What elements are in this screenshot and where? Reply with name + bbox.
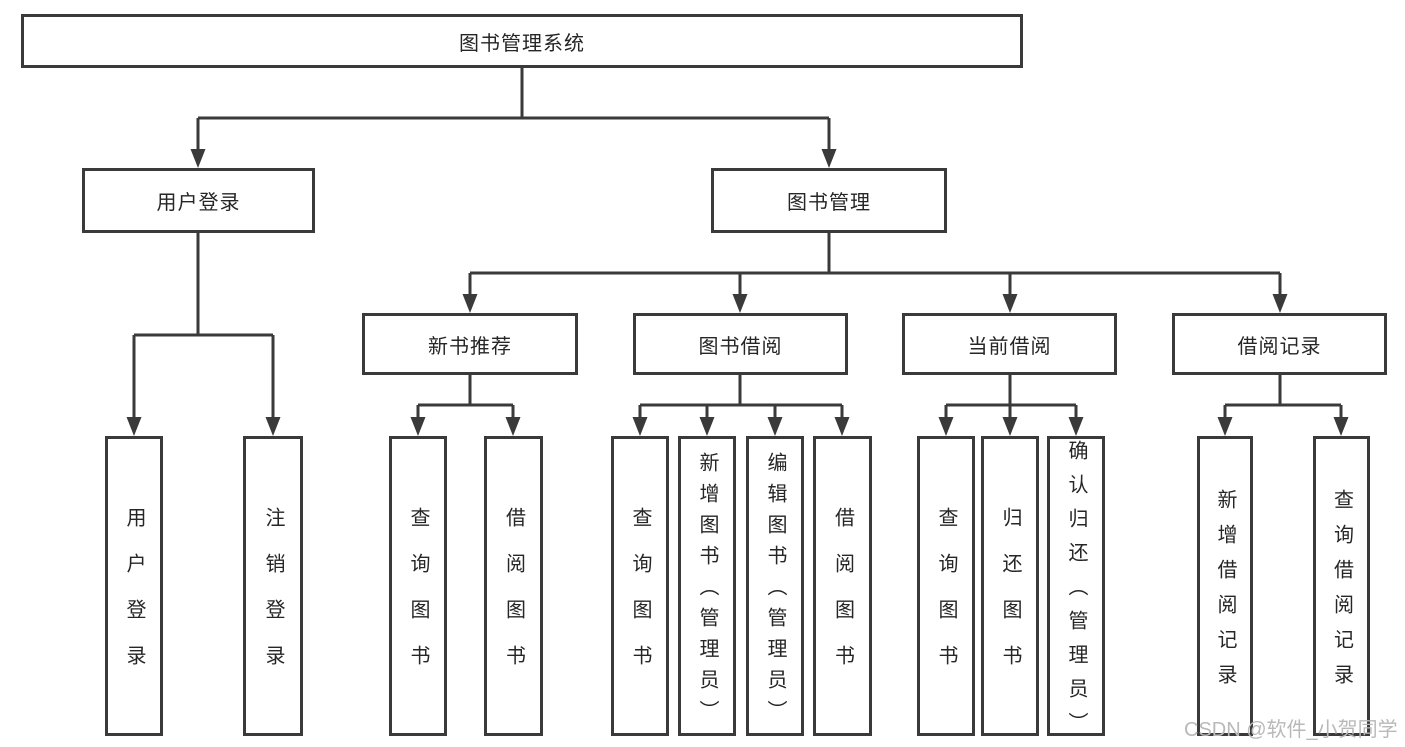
leaf-query-books-current: 查询图书 [917, 436, 975, 736]
leaf-return-books: 归还图书 [981, 436, 1039, 736]
leaf-borrow-books-recommend: 借阅图书 [484, 436, 543, 736]
watermark: CSDN @软件_小贺同学 [1184, 719, 1398, 741]
leaf-user-login: 用户登录 [105, 436, 163, 736]
leaf-add-book-admin: 新增图书（管理员） [678, 436, 736, 736]
node-borrowing-records: 借阅记录 [1172, 313, 1387, 375]
leaf-query-borrow-record: 查询借阅记录 [1313, 436, 1370, 736]
leaf-confirm-return-admin: 确认归还（管理员） [1047, 436, 1105, 746]
leaf-query-books-borrowing: 查询图书 [611, 436, 669, 736]
node-root: 图书管理系统 [21, 14, 1023, 68]
connector-arrowheads [126, 149, 1349, 436]
node-new-book-recommend: 新书推荐 [362, 313, 578, 375]
leaf-borrow-books-borrowing: 借阅图书 [813, 436, 872, 736]
leaf-query-books-recommend: 查询图书 [389, 436, 447, 736]
node-current-borrowing: 当前借阅 [902, 313, 1117, 375]
leaf-logout: 注销登录 [243, 436, 303, 736]
leaf-add-borrow-record: 新增借阅记录 [1197, 436, 1253, 736]
node-book-management: 图书管理 [711, 168, 947, 233]
leaf-edit-book-admin: 编辑图书（管理员） [746, 436, 804, 736]
node-user-login: 用户登录 [82, 168, 315, 233]
node-book-borrowing: 图书借阅 [633, 313, 848, 375]
